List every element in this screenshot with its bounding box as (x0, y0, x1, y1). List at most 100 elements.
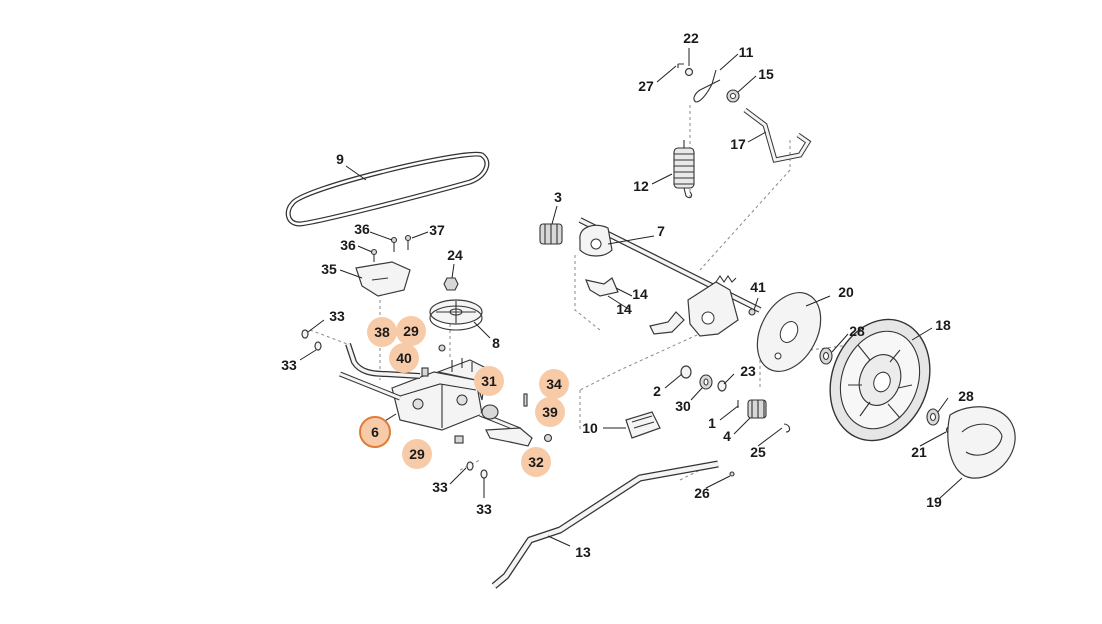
callout-highlight-circle[interactable] (359, 416, 391, 448)
callout-label: 33 (281, 357, 297, 373)
callout-label: 27 (638, 78, 654, 94)
callout-label: 37 (429, 222, 445, 238)
callout-28: 28 (958, 388, 974, 404)
callout-1: 1 (708, 415, 716, 431)
callout-label: 23 (740, 363, 756, 379)
callout-label: 28 (849, 323, 865, 339)
callout-label: 33 (329, 308, 345, 324)
drive-belt-part (285, 151, 490, 227)
callout-30: 30 (675, 398, 691, 414)
callout-8: 8 (492, 335, 500, 351)
callout-label: 12 (633, 178, 649, 194)
callout-28: 28 (849, 323, 865, 339)
callout-highlight-circle[interactable] (539, 369, 569, 399)
callout-label: 25 (750, 444, 766, 460)
callout-label: 21 (911, 444, 927, 460)
callout-39[interactable]: 39 (535, 397, 565, 427)
callout-highlight-circle[interactable] (521, 447, 551, 477)
callout-26: 26 (694, 485, 710, 501)
callout-36: 36 (354, 221, 370, 237)
callout-label: 19 (926, 494, 942, 510)
wheel-cover-part (947, 406, 1016, 479)
callout-33: 33 (329, 308, 345, 324)
callout-9: 9 (336, 151, 344, 167)
callout-label: 7 (657, 223, 665, 239)
callout-41: 41 (750, 279, 766, 295)
height-adjuster-part (687, 275, 756, 337)
callout-highlight-circle[interactable] (474, 366, 504, 396)
callout-33: 33 (432, 479, 448, 495)
callout-highlight-circle[interactable] (389, 343, 419, 373)
callout-35: 35 (321, 261, 337, 277)
callout-label: 4 (723, 428, 731, 444)
callout-label: 6 (371, 424, 379, 440)
callout-29[interactable]: 29 (402, 439, 432, 469)
callout-17: 17 (730, 136, 746, 152)
callout-7: 7 (657, 223, 665, 239)
callout-label: 38 (374, 324, 390, 340)
callout-label: 14 (632, 286, 648, 302)
callout-31[interactable]: 31 (474, 366, 504, 396)
callout-38[interactable]: 38 (367, 317, 397, 347)
callout-29[interactable]: 29 (396, 316, 426, 346)
callout-highlight-circle[interactable] (396, 316, 426, 346)
leader-lines (299, 48, 963, 547)
callout-34[interactable]: 34 (539, 369, 569, 399)
callout-4: 4 (723, 428, 731, 444)
callout-label: 29 (409, 446, 425, 462)
callout-label: 1 (708, 415, 716, 431)
axle-hardware (680, 365, 791, 433)
callout-label: 3 (554, 189, 562, 205)
callout-19: 19 (926, 494, 942, 510)
callout-label: 15 (758, 66, 774, 82)
top-hardware (677, 63, 740, 103)
callout-24: 24 (447, 247, 463, 263)
callout-label: 9 (336, 151, 344, 167)
callout-33: 33 (476, 501, 492, 517)
callout-label: 14 (616, 301, 632, 317)
callout-label: 10 (582, 420, 598, 436)
callout-14: 14 (632, 286, 648, 302)
shaft-pipe-part (345, 343, 421, 379)
hubcap-disc-part (756, 292, 822, 372)
callout-label: 13 (575, 544, 591, 560)
callout-label: 22 (683, 30, 699, 46)
callout-label: 18 (935, 317, 951, 333)
callout-label: 33 (432, 479, 448, 495)
bent-rod-part (743, 108, 812, 163)
callout-label: 39 (542, 404, 558, 420)
callout-37: 37 (429, 222, 445, 238)
callout-2: 2 (653, 383, 661, 399)
bushing-part (539, 223, 563, 245)
callout-3: 3 (554, 189, 562, 205)
callout-21: 21 (911, 444, 927, 460)
callout-13: 13 (575, 544, 591, 560)
callout-label: 28 (958, 388, 974, 404)
callout-label: 41 (750, 279, 766, 295)
callout-23: 23 (740, 363, 756, 379)
bracket-part (355, 234, 412, 297)
callout-label: 31 (481, 373, 497, 389)
callout-label: 8 (492, 335, 500, 351)
callout-label: 36 (340, 237, 356, 253)
callout-14: 14 (616, 301, 632, 317)
callout-label: 35 (321, 261, 337, 277)
spring-part (673, 140, 695, 199)
callout-highlight-circle[interactable] (402, 439, 432, 469)
callout-32[interactable]: 32 (521, 447, 551, 477)
callout-label: 30 (675, 398, 691, 414)
callout-6[interactable]: 6 (359, 416, 391, 448)
callout-highlight-circle[interactable] (367, 317, 397, 347)
handle-bar-part (491, 460, 735, 589)
callout-label: 34 (546, 376, 562, 392)
callout-40[interactable]: 40 (389, 343, 419, 373)
callout-20: 20 (838, 284, 854, 300)
callout-label: 26 (694, 485, 710, 501)
callout-label: 40 (396, 350, 412, 366)
callout-label: 33 (476, 501, 492, 517)
callout-15: 15 (758, 66, 774, 82)
callout-highlight-circle[interactable] (535, 397, 565, 427)
callout-25: 25 (750, 444, 766, 460)
